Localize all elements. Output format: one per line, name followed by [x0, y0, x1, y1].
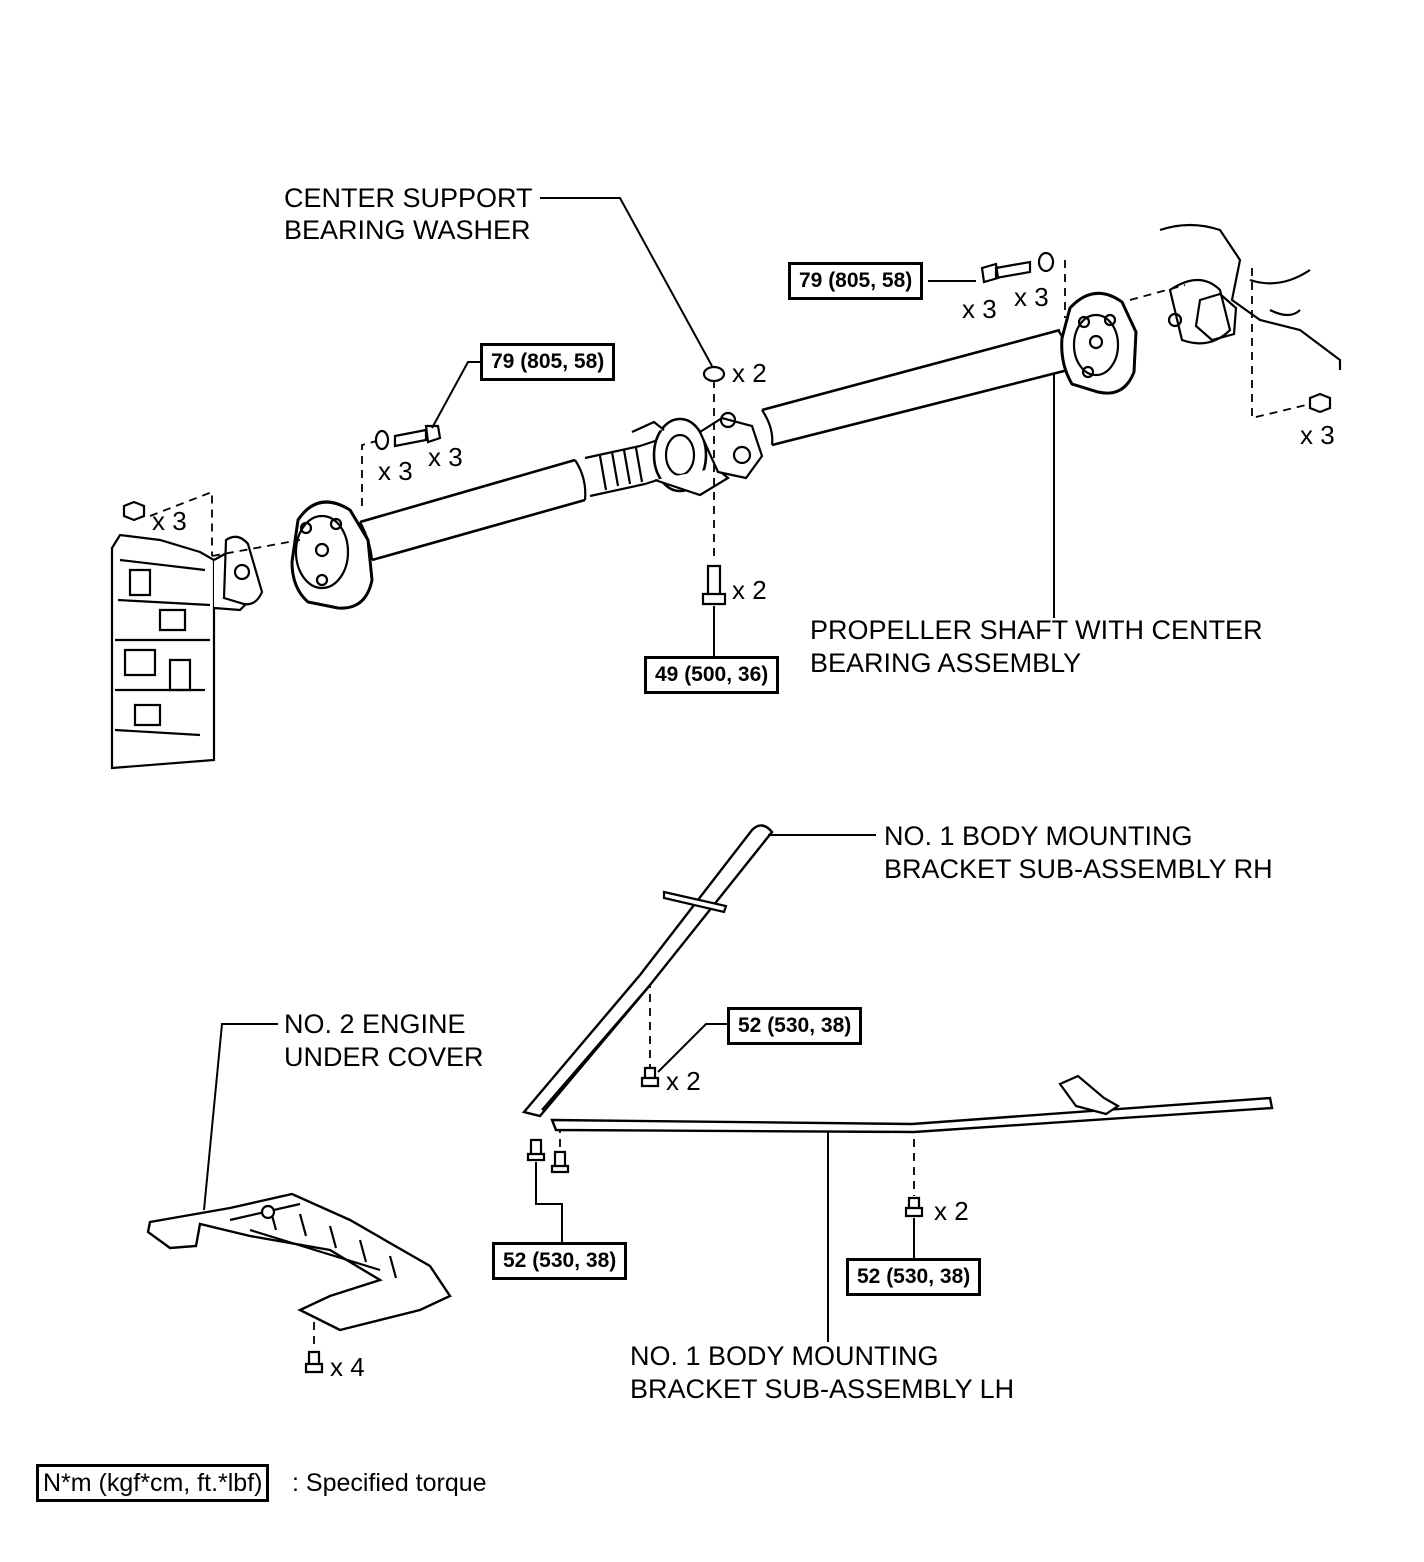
washer-leader	[540, 197, 713, 367]
torque-lh-bracket: 52 (530, 38)	[846, 1258, 982, 1296]
qty-rh-bolt: x 2	[666, 1066, 701, 1096]
qty-center-bolt: x 2	[732, 575, 767, 605]
torque-front-flange: 79 (805, 58)	[480, 343, 616, 381]
front-flex-coupling	[290, 500, 374, 610]
bracket-lh-label-1: NO. 1 BODY MOUNTING	[630, 1341, 939, 1371]
propeller-shaft-label-1: PROPELLER SHAFT WITH CENTER	[810, 615, 1263, 645]
legend-unit-box: N*m (kgf*cm, ft.*lbf)	[36, 1464, 270, 1502]
torque-rear-flange: 79 (805, 58)	[788, 262, 924, 300]
qty-front-nut: x 3	[152, 506, 187, 536]
rh-bracket	[521, 824, 774, 1118]
rh-bolt	[640, 1066, 660, 1088]
front-torque-leader	[431, 361, 480, 429]
cover-leader	[203, 1023, 278, 1211]
legend-description: : Specified torque	[292, 1469, 487, 1497]
bracket-rh-label-1: NO. 1 BODY MOUNTING	[884, 821, 1193, 851]
center-washer	[702, 365, 726, 383]
front-nut	[122, 500, 146, 522]
bracket-lh-label-2: BRACKET SUB-ASSEMBLY LH	[630, 1374, 1015, 1404]
center-support-washer-label-1: CENTER SUPPORT	[284, 183, 533, 213]
front-bolts-leader	[535, 1162, 563, 1242]
engine-under-cover	[146, 1192, 452, 1332]
bracket-bolt-2	[550, 1150, 570, 1174]
qty-rear-washer: x 3	[1014, 282, 1049, 312]
bracket-rh-label-2: BRACKET SUB-ASSEMBLY RH	[884, 854, 1273, 884]
front-washer	[374, 429, 390, 451]
propeller-shaft-label-2: BEARING ASSEMBLY	[810, 648, 1082, 678]
torque-bracket-front: 52 (530, 38)	[492, 1242, 628, 1280]
qty-lh-bolt: x 2	[934, 1196, 969, 1226]
qty-front-bolt: x 3	[428, 442, 463, 472]
lh-bolt	[904, 1196, 924, 1218]
cover-bolt	[304, 1350, 324, 1374]
torque-center-bearing: 49 (500, 36)	[644, 656, 780, 694]
qty-rear-nut: x 3	[1300, 420, 1335, 450]
qty-rear-bolt: x 3	[962, 294, 997, 324]
rear-washer	[1037, 251, 1055, 273]
center-support-washer-label-2: BEARING WASHER	[284, 215, 531, 245]
rear-bolt	[980, 260, 1032, 284]
qty-center-washer: x 2	[732, 358, 767, 388]
front-bolt	[393, 424, 442, 448]
torque-rh-bracket: 52 (530, 38)	[727, 1007, 863, 1045]
rear-flex-coupling	[1060, 291, 1138, 395]
engine-under-cover-label-2: UNDER COVER	[284, 1042, 484, 1072]
differential-housing	[1159, 223, 1342, 370]
engine-under-cover-label-1: NO. 2 ENGINE	[284, 1009, 466, 1039]
qty-cover-bolt: x 4	[330, 1352, 365, 1382]
qty-front-washer: x 3	[378, 456, 413, 486]
rh-torque-leader	[657, 1023, 727, 1073]
bracket-bolt-1	[526, 1138, 546, 1162]
transmission-housing	[110, 533, 264, 770]
rear-nut	[1308, 392, 1332, 414]
center-bolt	[701, 564, 727, 606]
universal-joint	[698, 411, 764, 480]
lh-bracket	[550, 1074, 1274, 1134]
